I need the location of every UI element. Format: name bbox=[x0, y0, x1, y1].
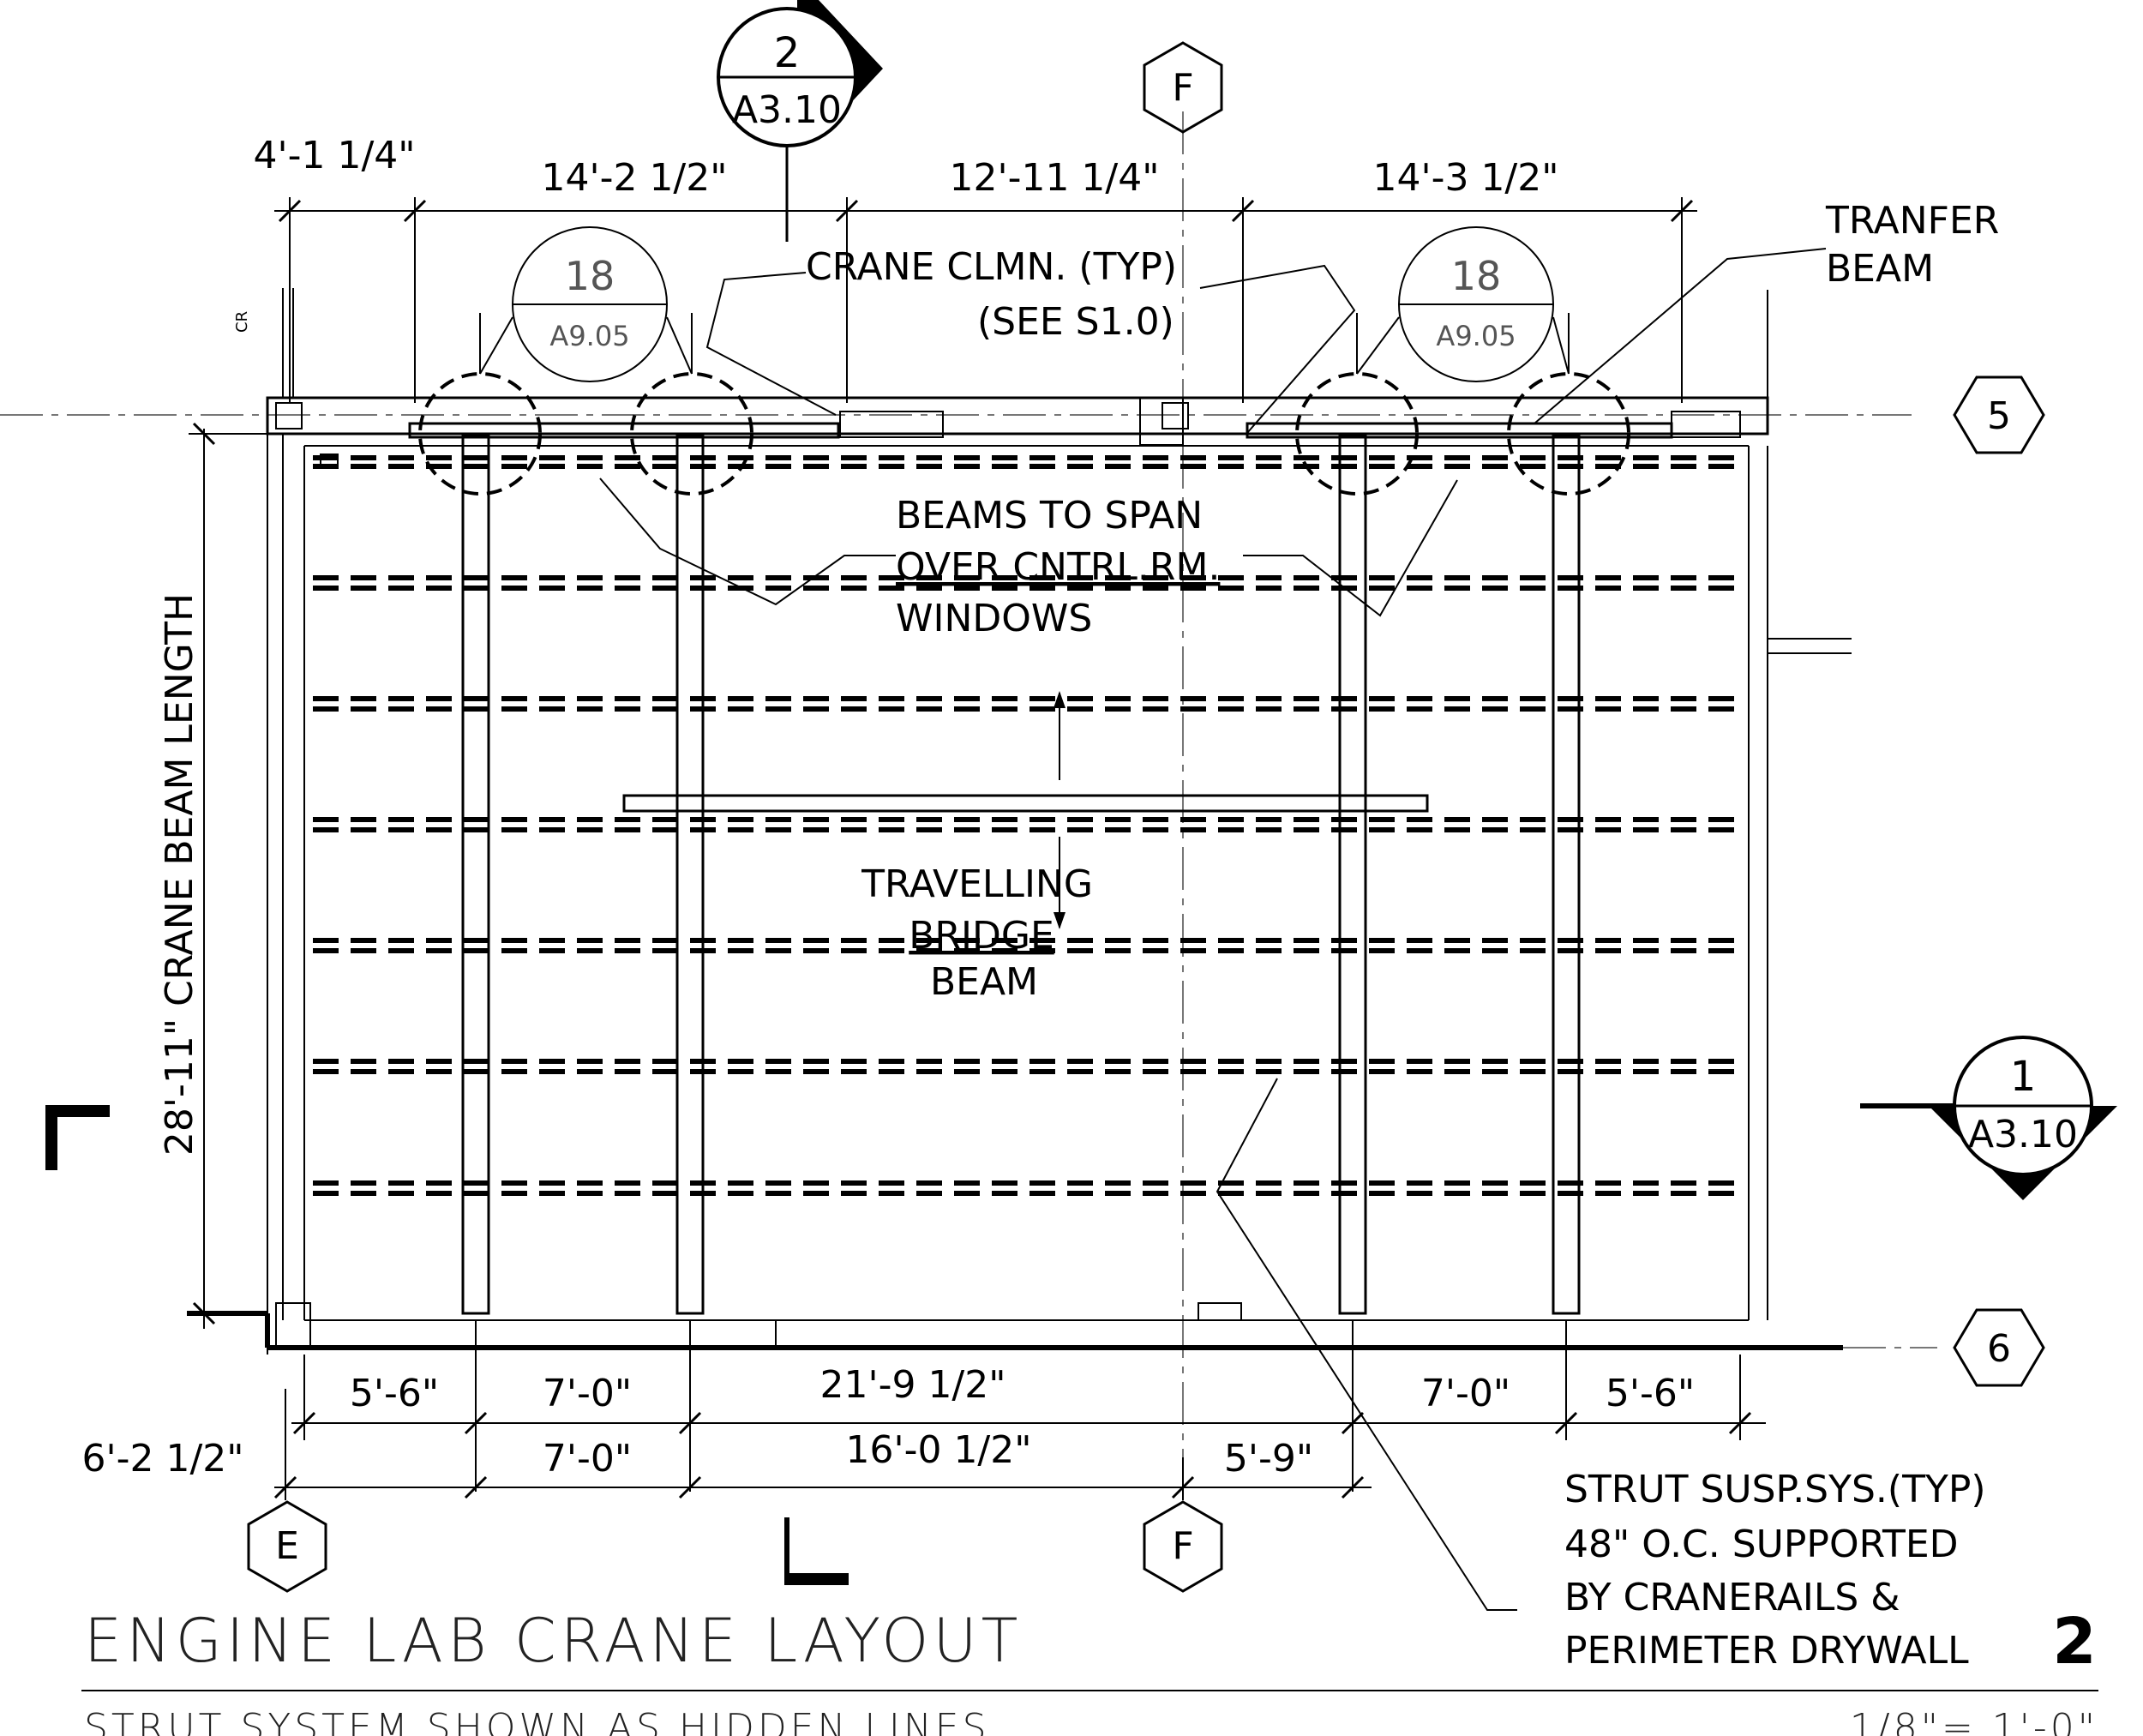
grid-bubble-e: E bbox=[247, 1500, 327, 1593]
detail-left-sheet: A9.05 bbox=[549, 320, 629, 352]
note-bridge-line1: TRAVELLING bbox=[861, 862, 1093, 906]
dim-bottom1-2: 7'-0" bbox=[543, 1372, 632, 1415]
title-block: ENGINE LAB CRANE LAYOUT 2 STRUT SYSTEM S… bbox=[81, 1605, 2098, 1736]
section-marker-top: 2 A3.10 bbox=[717, 0, 883, 242]
grid-f-top-label: F bbox=[1172, 66, 1193, 110]
detail-bubble-right: 18 A9.05 bbox=[1356, 226, 1570, 382]
bottom-dimensions-row1: 5'-6" 7'-0" 21'-9 1/2" 7'-0" 5'-6" bbox=[291, 1320, 1766, 1492]
dim-top-2: 14'-2 1/2" bbox=[542, 156, 728, 200]
note-beams-span-line3: WINDOWS bbox=[896, 597, 1092, 640]
dim-bottom2-4: 5'-9" bbox=[1224, 1437, 1313, 1481]
note-strut-line2: 48" O.C. SUPPORTED bbox=[1564, 1523, 1959, 1566]
top-dimensions: 4'-1 1/4" 14'-2 1/2" 12'-11 1/4" 14'-3 1… bbox=[254, 134, 1697, 403]
center-lines bbox=[0, 111, 1937, 1492]
dim-top-4: 14'-3 1/2" bbox=[1373, 156, 1559, 200]
strut-hidden-lines bbox=[313, 455, 1740, 1196]
detail-left-num: 18 bbox=[565, 253, 615, 299]
note-cr-tag: CR bbox=[233, 311, 251, 333]
grid-bubble-f-top: F bbox=[1143, 41, 1223, 134]
dim-top-3: 12'-11 1/4" bbox=[950, 156, 1160, 200]
corner-marks bbox=[45, 1105, 849, 1585]
drawing-scale: 1/8"= 1'-0" bbox=[1850, 1706, 2098, 1736]
bottom-dimensions-row2: 6'-2 1/2" 7'-0" 16'-0 1/2" 5'-9" bbox=[82, 1389, 1372, 1500]
detail-right-num: 18 bbox=[1451, 253, 1502, 299]
drawing-title: ENGINE LAB CRANE LAYOUT bbox=[84, 1606, 1022, 1676]
detail-right-sheet: A9.05 bbox=[1436, 320, 1516, 352]
dim-bottom1-3: 21'-9 1/2" bbox=[820, 1363, 1006, 1407]
note-strut: STRUT SUSP.SYS.(TYP) 48" O.C. SUPPORTED … bbox=[1564, 1468, 1986, 1673]
grid-bubble-6: 6 bbox=[1953, 1308, 2045, 1387]
note-beams-span: BEAMS TO SPAN OVER CNTRL.RM. WINDOWS bbox=[896, 494, 1220, 640]
note-strut-line1: STRUT SUSP.SYS.(TYP) bbox=[1564, 1468, 1986, 1511]
note-crane-column-line2: (SEE S1.0) bbox=[977, 300, 1174, 344]
note-bridge-line2: BRIDGE bbox=[909, 914, 1054, 958]
grid-bubble-5: 5 bbox=[1953, 375, 2045, 454]
section-marker-right: 1 A3.10 bbox=[1860, 1036, 2117, 1200]
drawing-number: 2 bbox=[2052, 1605, 2097, 1679]
note-transfer-beam-line2: BEAM bbox=[1826, 247, 1934, 291]
note-crane-column: CRANE CLMN. (TYP) (SEE S1.0) bbox=[806, 245, 1177, 344]
dim-bottom1-4: 7'-0" bbox=[1421, 1372, 1510, 1415]
grid-6-label: 6 bbox=[1987, 1327, 2011, 1371]
vertical-dimension: 28'-11" CRANE BEAM LENGTH bbox=[158, 422, 267, 1329]
detail-bubble-left: 18 A9.05 bbox=[479, 226, 693, 382]
dim-bottom2-2: 7'-0" bbox=[543, 1437, 632, 1481]
dim-bottom2-1: 6'-2 1/2" bbox=[82, 1437, 244, 1481]
dim-bottom2-3: 16'-0 1/2" bbox=[846, 1428, 1032, 1472]
note-strut-line3: BY CRANERAILS & bbox=[1564, 1576, 1900, 1619]
note-bridge-line3: BEAM bbox=[930, 960, 1038, 1004]
grid-5-label: 5 bbox=[1987, 394, 2011, 438]
travelling-bridge-beam bbox=[622, 794, 1429, 813]
transfer-beams bbox=[408, 422, 1673, 439]
drawing-subtitle: STRUT SYSTEM SHOWN AS HIDDEN LINES bbox=[84, 1706, 990, 1736]
section-right-sheet: A3.10 bbox=[1968, 1113, 2078, 1156]
bridge-travel-arrows bbox=[1053, 691, 1065, 929]
note-beams-span-line1: BEAMS TO SPAN bbox=[896, 494, 1203, 538]
note-transfer-beam-line1: TRANFER bbox=[1825, 199, 1999, 243]
note-transfer-beam: TRANFER BEAM bbox=[1825, 199, 1999, 291]
leader-lines bbox=[599, 248, 1827, 1611]
section-top-num: 2 bbox=[774, 29, 801, 77]
crane-rails bbox=[461, 434, 1581, 1315]
grid-bubble-f-bottom: F bbox=[1143, 1500, 1223, 1593]
note-bridge: TRAVELLING BRIDGE BEAM bbox=[861, 862, 1093, 1004]
dim-top-1: 4'-1 1/4" bbox=[254, 134, 416, 177]
dim-bottom1-5: 5'-6" bbox=[1606, 1372, 1695, 1415]
note-strut-line4: PERIMETER DRYWALL bbox=[1564, 1629, 1969, 1673]
detail-circles bbox=[418, 372, 1630, 496]
section-right-num: 1 bbox=[2010, 1053, 2037, 1101]
note-beams-span-line2: OVER CNTRL.RM. bbox=[896, 545, 1220, 589]
dim-bottom1-1: 5'-6" bbox=[350, 1372, 439, 1415]
grid-e-label: E bbox=[275, 1524, 299, 1568]
grid-f-bottom-label: F bbox=[1172, 1524, 1193, 1568]
section-top-sheet: A3.10 bbox=[732, 88, 842, 132]
note-crane-column-line1: CRANE CLMN. (TYP) bbox=[806, 245, 1177, 289]
dim-vertical-label: 28'-11" CRANE BEAM LENGTH bbox=[158, 593, 201, 1156]
